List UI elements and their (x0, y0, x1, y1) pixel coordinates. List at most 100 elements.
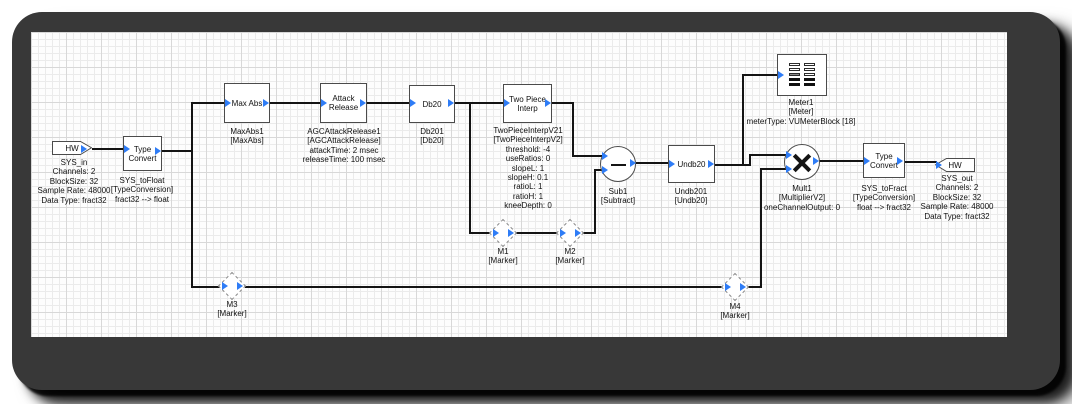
wire-segment[interactable] (572, 102, 574, 157)
port-arrow-icon[interactable] (448, 99, 454, 107)
wire-segment[interactable] (760, 168, 762, 288)
port-arrow-icon[interactable] (708, 160, 714, 168)
caption-line: slopeL: 1 (511, 163, 545, 173)
port-arrow-icon[interactable] (813, 157, 819, 165)
wire-segment[interactable] (742, 74, 779, 76)
block-meter1[interactable] (777, 54, 827, 96)
wire-segment[interactable] (469, 102, 471, 234)
block-title-line: Two Piece (509, 94, 546, 104)
caption-line: [AGCAttackRelease] (307, 136, 381, 146)
port-arrow-icon[interactable] (669, 160, 675, 168)
wire-segment[interactable] (903, 161, 937, 163)
wire-segment[interactable] (715, 164, 751, 166)
wire-segment[interactable] (367, 102, 411, 104)
block-caption-marker-m2: M2[Marker] (555, 247, 584, 266)
block-caption-mult1: Mult1[MultiplierV2]oneChannelOutput: 0 (764, 184, 840, 212)
port-arrow-icon[interactable] (321, 99, 327, 107)
caption-line: [Undb20] (674, 196, 708, 206)
caption-line: [Db20] (420, 136, 444, 146)
caption-line: [Marker] (720, 311, 750, 321)
port-arrow-icon[interactable] (222, 282, 228, 290)
port-arrow-icon[interactable] (725, 283, 731, 291)
wire-segment[interactable] (469, 232, 494, 234)
wire-segment[interactable] (746, 286, 762, 288)
wire-segment[interactable] (161, 150, 193, 152)
port-arrow-icon[interactable] (864, 157, 870, 165)
block-caption-maxabs1: MaxAbs1[MaxAbs] (230, 127, 263, 146)
caption-line: attackTime: 2 msec (309, 145, 379, 155)
port-arrow-icon[interactable] (897, 157, 903, 165)
port-arrow-icon[interactable] (124, 145, 130, 153)
port-arrow-icon[interactable] (508, 229, 514, 237)
caption-line: releaseTime: 100 msec (302, 155, 386, 165)
port-arrow-icon[interactable] (630, 159, 636, 167)
port-arrow-icon[interactable] (504, 99, 510, 107)
caption-line: float --> fract32 (856, 202, 912, 212)
wire-segment[interactable] (581, 232, 596, 234)
caption-line: SYS_in (60, 158, 88, 167)
port-arrow-icon[interactable] (786, 165, 792, 173)
wire-segment[interactable] (572, 155, 603, 157)
caption-line: Sub1 (608, 187, 628, 196)
port-arrow-icon[interactable] (545, 99, 551, 107)
port-arrow-icon[interactable] (263, 99, 269, 107)
wire-segment[interactable] (552, 102, 574, 104)
port-arrow-icon[interactable] (936, 161, 942, 169)
port-arrow-icon[interactable] (602, 166, 608, 174)
block-maxabs1[interactable]: Max Abs (224, 83, 270, 123)
caption-line: Mult1 (792, 184, 812, 193)
wire-segment[interactable] (819, 160, 865, 162)
schematic-grid-canvas[interactable] (31, 32, 1007, 337)
caption-line: [Marker] (217, 309, 247, 319)
wire-segment[interactable] (514, 232, 561, 234)
port-arrow-icon[interactable] (225, 99, 231, 107)
wire-segment[interactable] (92, 148, 126, 150)
port-arrow-icon[interactable] (493, 229, 499, 237)
caption-line: fract32 --> float (114, 194, 170, 204)
port-arrow-icon[interactable] (575, 229, 581, 237)
wire-segment[interactable] (245, 286, 726, 288)
port-arrow-icon[interactable] (360, 99, 366, 107)
port-arrow-icon[interactable] (410, 99, 416, 107)
port-arrow-icon[interactable] (155, 147, 161, 155)
port-arrow-icon[interactable] (740, 283, 746, 291)
meter-bar (804, 72, 815, 77)
wire-segment[interactable] (749, 154, 787, 156)
wire-segment[interactable] (636, 162, 670, 164)
wire-segment[interactable] (191, 286, 223, 288)
port-arrow-icon[interactable] (602, 152, 608, 160)
wire-segment[interactable] (191, 102, 227, 104)
caption-line: Data Type: fract32 (924, 211, 990, 221)
port-arrow-icon[interactable] (786, 151, 792, 159)
wire-segment[interactable] (749, 154, 751, 165)
block-title-line: Type (133, 144, 152, 154)
wire-segment[interactable] (742, 74, 744, 165)
block-caption-twopieceinterp: TwoPieceInterpV21[TwoPieceInterpV2]thres… (493, 126, 562, 211)
caption-line: Db201 (420, 127, 444, 136)
block-db201[interactable]: Db20 (409, 85, 455, 123)
caption-line: [Marker] (555, 256, 585, 266)
wire-segment[interactable] (594, 169, 604, 171)
block-title-line: Convert (869, 160, 898, 170)
wire-segment[interactable] (270, 102, 322, 104)
block-title-line: Db20 (422, 99, 442, 109)
wire-segment[interactable] (760, 168, 787, 170)
wire-segment[interactable] (455, 102, 505, 104)
caption-line: M3 (226, 300, 238, 309)
block-caption-marker-m1: M1[Marker] (488, 247, 517, 266)
wire-segment[interactable] (594, 169, 596, 234)
wire-segment[interactable] (191, 102, 193, 288)
caption-line: useRatios: 0 (505, 154, 551, 164)
block-undb201[interactable]: Undb20 (668, 145, 715, 183)
port-arrow-icon[interactable] (237, 282, 243, 290)
port-arrow-icon[interactable] (81, 145, 87, 153)
caption-line: Undb201 (674, 187, 708, 196)
meter-bar (804, 67, 815, 72)
port-arrow-icon[interactable] (560, 229, 566, 237)
port-arrow-icon[interactable] (778, 71, 784, 79)
block-caption-sub1: Sub1[Subtract] (601, 187, 635, 206)
meter-bar (789, 77, 800, 82)
